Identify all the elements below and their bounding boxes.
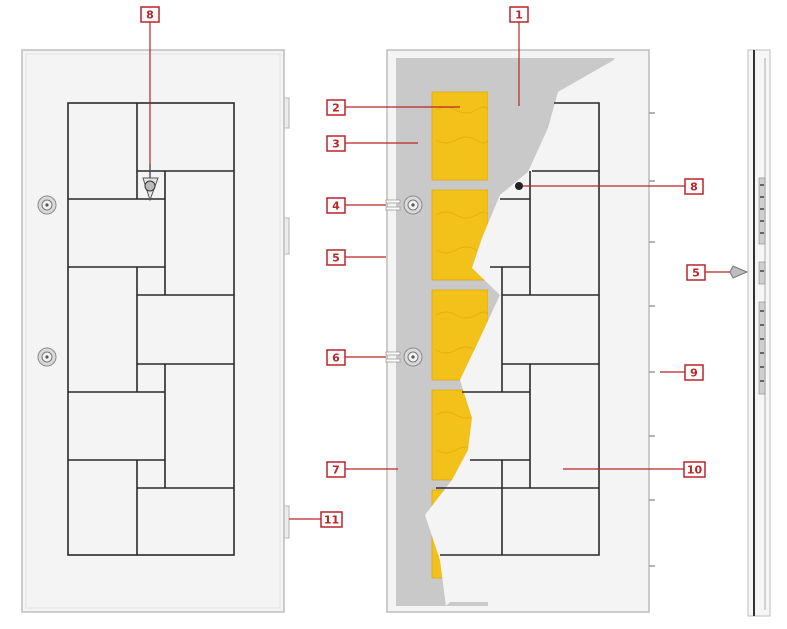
- callout-label: 5: [692, 267, 700, 280]
- callout-label: 8: [146, 9, 154, 22]
- callout-middle-2: 2: [326, 99, 460, 116]
- callout-label: 9: [690, 367, 698, 380]
- callout-label: 3: [332, 138, 340, 151]
- callout-middle-1: 1: [509, 6, 529, 106]
- door-handle-icon: [403, 195, 423, 215]
- callout-middle-10: 10: [563, 461, 706, 478]
- left-door-slab: [21, 49, 285, 613]
- callout-label: 1: [515, 9, 523, 22]
- door-handle-icon: [37, 347, 57, 367]
- callout-left-8: 8: [140, 6, 160, 164]
- callout-middle-3: 3: [326, 135, 418, 152]
- callout-label: 6: [332, 352, 340, 365]
- locking-bolt-icon: [385, 199, 401, 363]
- callout-label: 7: [332, 464, 340, 477]
- frame-pins: [649, 112, 655, 567]
- callout-middle-6: 6: [326, 349, 386, 366]
- callout-middle-8: 8: [523, 178, 704, 195]
- callout-label: 2: [332, 102, 340, 115]
- callout-label: 8: [690, 181, 698, 194]
- callout-label: 4: [332, 200, 340, 213]
- left-decorative-panel: [67, 102, 235, 556]
- callout-label: 10: [687, 464, 703, 477]
- peephole-icon: [515, 182, 523, 190]
- callout-middle-7: 7: [326, 461, 398, 478]
- lock-mechanism-strip: [758, 177, 766, 395]
- callout-right-5: 5: [686, 264, 730, 281]
- callout-left-11: 11: [289, 511, 343, 528]
- right-door-edge-view: [729, 49, 771, 617]
- callout-middle-5: 5: [326, 249, 386, 266]
- left-door-view: [21, 49, 290, 613]
- door-handle-icon: [729, 265, 749, 279]
- middle-decorative-panel: [436, 102, 600, 556]
- callout-middle-9: 9: [660, 364, 704, 381]
- callout-label: 5: [332, 252, 340, 265]
- peephole-icon: [142, 164, 159, 202]
- callout-label: 11: [324, 514, 339, 527]
- door-handle-icon: [403, 347, 423, 367]
- callout-middle-4: 4: [326, 197, 386, 214]
- door-handle-icon: [37, 195, 57, 215]
- middle-door-view: [385, 49, 655, 613]
